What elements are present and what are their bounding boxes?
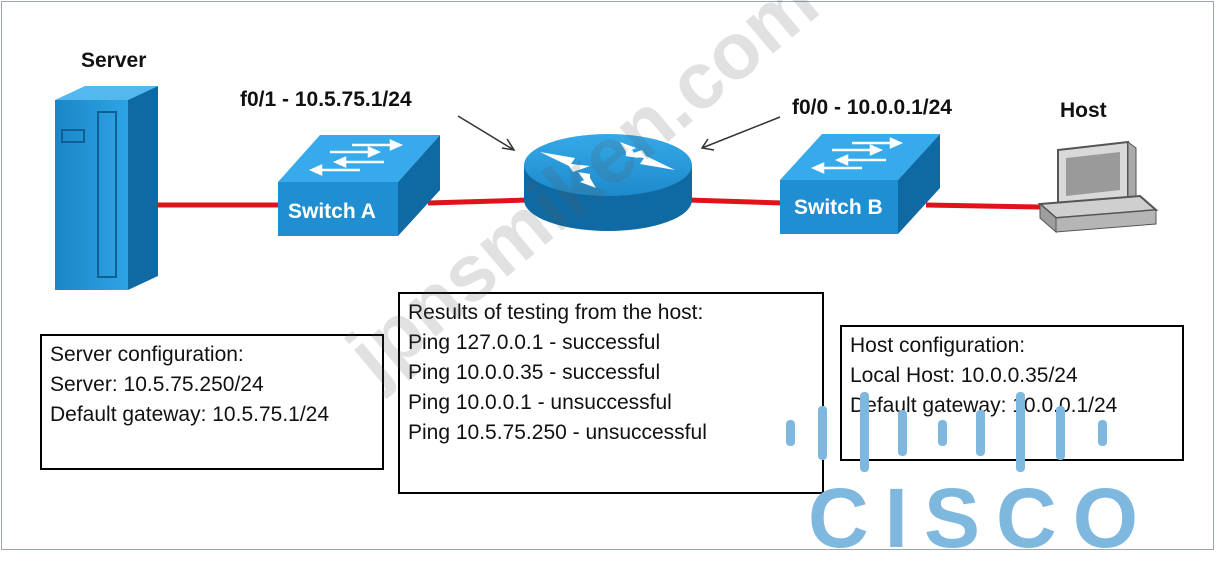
- host-label: Host: [1060, 99, 1107, 122]
- switch-b-label: Switch B: [794, 196, 883, 219]
- network-diagram: [55, 86, 1159, 290]
- diagram-frame: [1, 1, 1214, 550]
- server-label: Server: [81, 49, 147, 72]
- interface-pointer-arrows: [457, 115, 781, 152]
- test-results-line: Ping 10.5.75.250 - unsuccessful: [408, 421, 707, 444]
- router-f00-label: f0/0 - 10.0.0.1/24: [792, 96, 952, 119]
- server-icon: [55, 86, 158, 290]
- link-router-switch-b: [687, 197, 783, 206]
- host-config-box: Host configuration: Local Host: 10.0.0.3…: [840, 325, 1184, 461]
- test-results-box: Results of testing from the host: Ping 1…: [398, 292, 824, 494]
- test-results-line: Ping 10.0.0.35 - successful: [408, 361, 661, 384]
- link-switch-b-host: [925, 202, 1041, 210]
- router-f01-label: f0/1 - 10.5.75.1/24: [240, 88, 412, 111]
- server-config-line: Server: 10.5.75.250/24: [50, 373, 264, 396]
- test-results-line: Ping 127.0.0.1 - successful: [408, 331, 661, 354]
- server-config-line: Default gateway: 10.5.75.1/24: [50, 403, 330, 426]
- server-config-box: Server configuration: Server: 10.5.75.25…: [40, 334, 384, 470]
- switch-b-icon: [780, 134, 940, 234]
- host-pc-icon: [1037, 140, 1159, 234]
- cisco-logo-bars: [786, 392, 1107, 472]
- cisco-logo-text: CISCO: [808, 471, 1155, 565]
- router-icon: [524, 134, 692, 231]
- host-config-line: Local Host: 10.0.0.35/24: [850, 364, 1078, 387]
- link-switch-a-router: [427, 197, 529, 206]
- test-results-line: Ping 10.0.0.1 - unsuccessful: [408, 391, 672, 414]
- server-config-line: Server configuration:: [50, 343, 244, 366]
- host-config-line: Host configuration:: [850, 334, 1026, 357]
- switch-a-label: Switch A: [288, 200, 376, 223]
- host-config-line: Default gateway: 10.0.0.1/24: [850, 394, 1118, 417]
- test-results-line: Results of testing from the host:: [408, 301, 704, 324]
- switch-a-icon: [278, 135, 440, 236]
